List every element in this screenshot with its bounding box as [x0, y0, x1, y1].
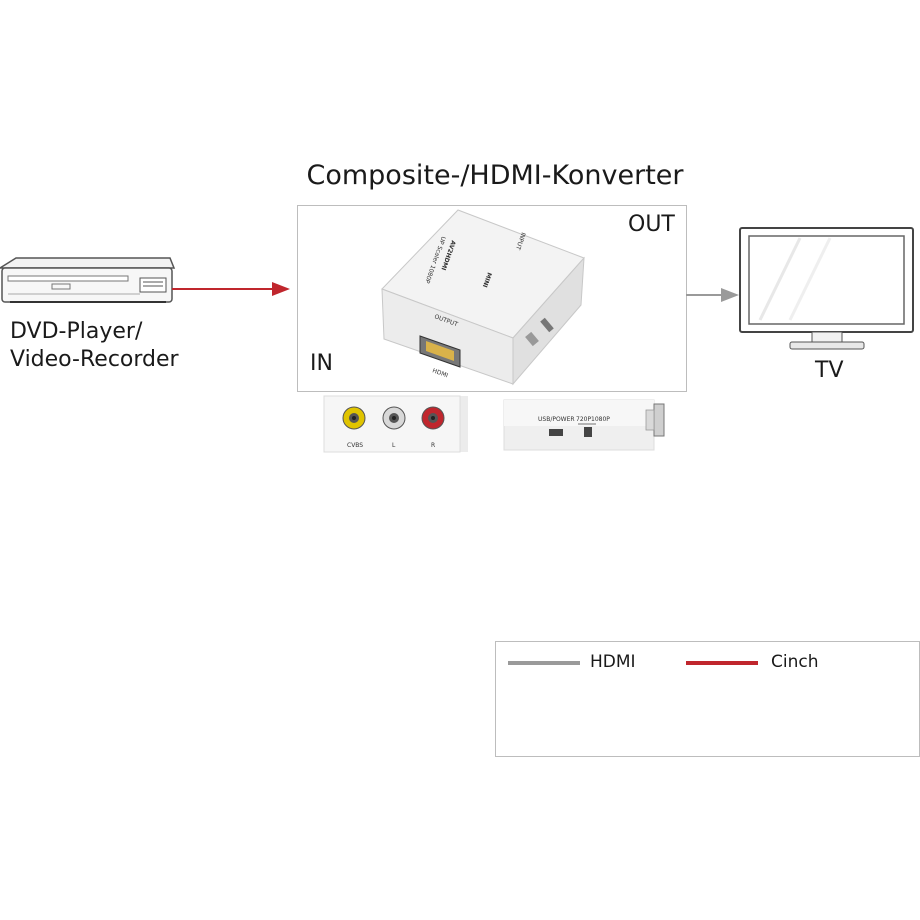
usb-port-icon [549, 429, 563, 436]
legend-label-cinch: Cinch [771, 652, 819, 672]
rca-label-r: R [431, 442, 435, 449]
tv-icon [739, 227, 914, 350]
out-label: OUT [628, 212, 675, 237]
legend-swatch-cinch [686, 661, 758, 665]
rca-label-cvbs: CVBS [347, 442, 363, 449]
diagram-title: Composite-/HDMI-Konverter [306, 160, 684, 191]
cinch-arrow [172, 282, 290, 296]
dvd-player-icon [0, 257, 176, 303]
resolution-switch-icon [584, 427, 592, 437]
device-hdmi-text: HDMI [431, 367, 449, 379]
converter-device [381, 209, 585, 386]
dvd-player-label: DVD-Player/ Video-Recorder [10, 318, 179, 374]
tv-label: TV [815, 358, 844, 383]
usb-power-label: USB/POWER [538, 416, 575, 423]
legend-swatch-hdmi [508, 661, 580, 665]
side-panel [503, 399, 665, 451]
rca-label-l: L [392, 442, 396, 449]
rca-jack-cvbs [342, 406, 366, 430]
in-label: IN [310, 351, 333, 376]
device-top-text: MINI [481, 271, 493, 288]
switch-1080-label: 1080P [591, 416, 610, 423]
hdmi-arrow [686, 288, 739, 302]
rca-jack-left [382, 406, 406, 430]
legend [495, 641, 920, 757]
legend-label-hdmi: HDMI [590, 652, 636, 672]
dvd-label-line1: DVD-Player/ [10, 319, 143, 344]
dvd-label-line2: Video-Recorder [10, 347, 179, 372]
rca-jack-right [421, 406, 445, 430]
rca-panel [323, 395, 468, 453]
rca-side-jack-icon [653, 403, 665, 437]
switch-720-label: 720P [576, 416, 591, 423]
